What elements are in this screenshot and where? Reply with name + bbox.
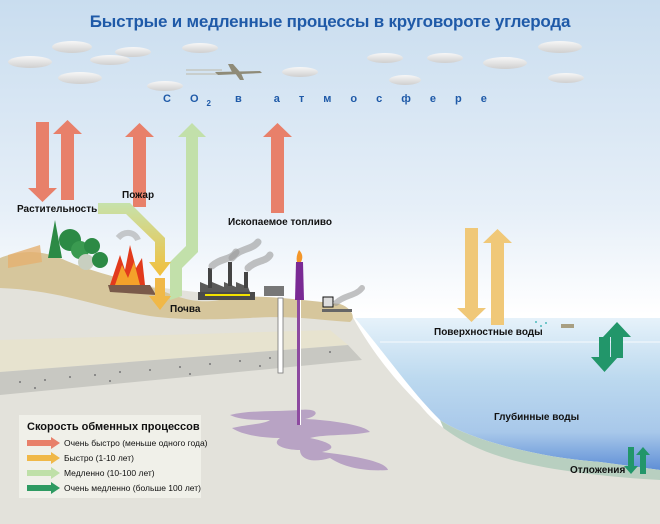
label-fire: Пожар (122, 190, 155, 201)
oil-well-pipe (297, 270, 301, 425)
atmosphere-char: м (323, 93, 332, 105)
oil-deposit (230, 409, 388, 471)
legend-label: Медленно (10-100 лет) (64, 468, 155, 478)
arrow-up-fire (125, 123, 154, 207)
arrow-down-surface-water (457, 228, 486, 322)
arrow-up-soil-slow (170, 123, 206, 300)
arrow-up-surface-water (483, 229, 512, 325)
arrow-down-deep-water (591, 337, 618, 372)
atmosphere-char: е (480, 93, 487, 105)
label-sediments: Отложения (570, 465, 626, 476)
atmosphere-char: е (429, 93, 436, 105)
atmosphere-char: с (376, 93, 383, 105)
gas-flare-tower (295, 262, 304, 300)
fast-ocean-arrows (457, 228, 512, 325)
sediment-layer (440, 420, 660, 482)
legend-item: Очень быстро (меньше одного года) (27, 437, 208, 449)
atmosphere-char: O (189, 93, 199, 105)
legend-label: Быстро (1-10 лет) (64, 453, 134, 463)
legend-label: Очень медленно (больше 100 лет) (64, 483, 201, 493)
airplane-icon (186, 64, 262, 80)
factory-icon (198, 238, 284, 300)
label-soil: Почва (170, 304, 201, 315)
atmosphere-char: р (455, 93, 462, 105)
very-fast-arrows (28, 120, 292, 213)
arrow-vegetation-to-soil (98, 203, 171, 276)
legend-arrow-icon (27, 482, 60, 494)
legend-arrow-icon (27, 452, 60, 464)
forest (8, 220, 108, 270)
legend-item: Медленно (10-100 лет) (27, 467, 155, 479)
arrow-down-soil-fast (149, 278, 171, 310)
legend-arrow-icon (27, 467, 60, 479)
label-fossil-fuel: Ископаемое топливо (228, 217, 333, 228)
rock-stratum-light (0, 330, 348, 372)
legend-label: Очень быстро (меньше одного года) (64, 438, 208, 448)
legend-arrow-icon (27, 437, 60, 449)
atmosphere-char: т (298, 93, 305, 105)
arrow-down-vegetation (28, 122, 57, 202)
arrow-down-sediments (624, 447, 638, 474)
label-vegetation: Растительность (17, 204, 98, 215)
legend: Скорость обменных процессов Очень быстро… (19, 415, 208, 498)
pump-station-icon (322, 285, 365, 312)
ocean (355, 318, 660, 470)
atmosphere-subscript: 2 (206, 99, 211, 108)
flame-icon (296, 250, 303, 262)
atmosphere-char: C (163, 93, 171, 105)
gravel-dots (19, 351, 331, 389)
legend-item: Быстро (1-10 лет) (27, 452, 134, 464)
legend-item: Очень медленно (больше 100 лет) (27, 482, 201, 494)
very-slow-arrows (591, 322, 650, 474)
atmosphere-char: о (350, 93, 358, 105)
atmosphere-char: ф (401, 93, 411, 105)
rock-stratum-gravel (0, 345, 362, 395)
legend-title: Скорость обменных процессов (27, 421, 200, 433)
atmosphere-char: а (273, 93, 280, 105)
diagram-title: Быстрые и медленные процессы в круговоро… (89, 12, 571, 31)
arrow-up-sediments (636, 447, 650, 474)
forest-fire (108, 230, 156, 295)
atmosphere-char: в (234, 93, 242, 105)
arrow-up-deep-water (603, 322, 631, 358)
label-surface-water: Поверхностные воды (434, 327, 543, 338)
arrow-up-vegetation (53, 120, 82, 200)
label-deep-water: Глубинные воды (494, 412, 580, 423)
fish-icon (535, 321, 574, 328)
clouds (8, 41, 584, 91)
arrow-up-fossil-fuel (263, 123, 292, 213)
